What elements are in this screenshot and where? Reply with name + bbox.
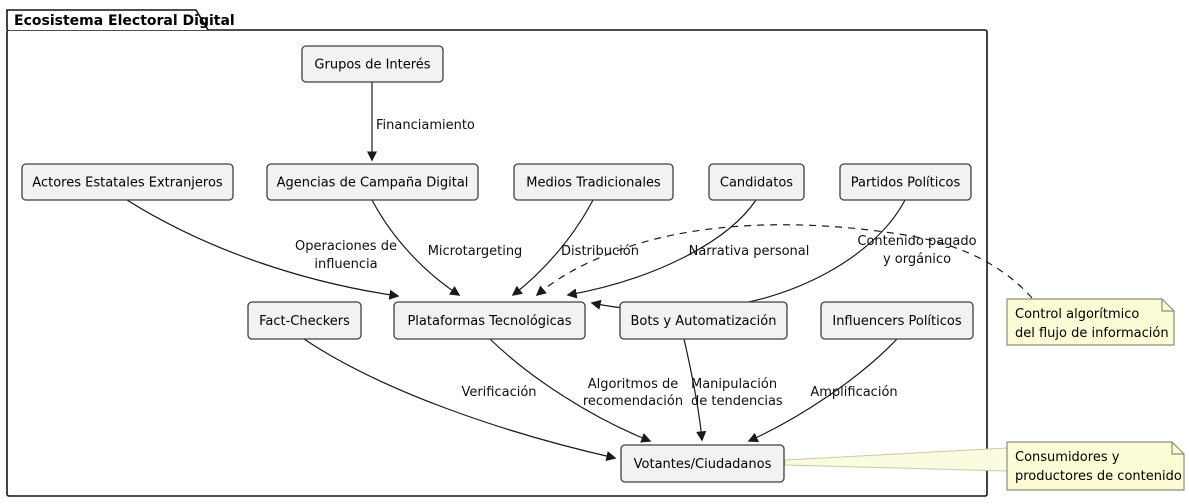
edge-label-operaciones-de-influencia: Operaciones de: [295, 239, 397, 254]
node-actores-estatales-extranjeros: Actores Estatales Extranjeros: [21, 163, 234, 201]
node-fact-checkers: Fact-Checkers: [247, 301, 362, 340]
node-label-fact-checkers: Fact-Checkers: [259, 314, 350, 329]
node-box-medios-tradicionales: [513, 163, 674, 201]
edge-label-narrativa-personal: Narrativa personal: [689, 244, 810, 259]
note-fold-icon: [1171, 442, 1184, 455]
node-label-votantes-ciudadanos: Votantes/Ciudadanos: [634, 457, 772, 472]
edge-label-contenido-pagado-y-organico: y orgánico: [883, 252, 951, 267]
edge-label-financiamiento: Financiamiento: [376, 118, 475, 133]
nota-consumidores: Consumidores y productores de contenido: [1006, 441, 1185, 491]
edge-control-algoritmico-link: [535, 224, 1033, 299]
edge-distribucion: [511, 199, 594, 296]
note-text-nota-control-algoritmico: del flujo de información: [1015, 326, 1169, 341]
node-votantes-ciudadanos: Votantes/Ciudadanos: [620, 444, 785, 483]
edge-label-operaciones-de-influencia: influencia: [314, 257, 377, 272]
edge-label-algoritmos-de-recomendacion: recomendación: [583, 394, 683, 409]
edge-narrativa-personal: [566, 199, 757, 299]
edge-label-manipulacion-de-tendencias: Manipulación: [691, 377, 777, 392]
note-fold-icon: [1161, 299, 1174, 312]
node-partidos-politicos: Partidos Políticos: [839, 163, 972, 201]
edge-verificacion: [303, 338, 617, 462]
edge-label-distribucion: Distribución: [561, 244, 639, 259]
node-box-actores-estatales-extranjeros: [21, 163, 234, 201]
edge-operaciones-de-influencia: [126, 199, 400, 300]
node-agencias-de-campana-digital: Agencias de Campaña Digital: [266, 163, 479, 201]
node-label-partidos-politicos: Partidos Políticos: [851, 176, 961, 191]
note-body-nota-control-algoritmico: [1006, 298, 1175, 346]
frame-title-tab: [6, 9, 209, 31]
node-plataformas-tecnologicas: Plataformas Tecnológicas: [393, 301, 586, 340]
edge-amplificacion: [747, 338, 898, 443]
edge-label-contenido-pagado-y-organico: Contenido pagado: [857, 234, 976, 249]
node-bots-y-automatizacion: Bots y Automatización: [619, 301, 788, 340]
node-box-votantes-ciudadanos: [620, 444, 785, 483]
edge-label-microtargeting: Microtargeting: [428, 244, 523, 259]
node-box-grupos-de-interes: [301, 45, 444, 83]
note-connector-nota-consumidores: [784, 447, 1008, 472]
node-label-plataformas-tecnologicas: Plataformas Tecnológicas: [407, 314, 571, 329]
node-box-agencias-de-campana-digital: [266, 163, 479, 201]
frame: Ecosistema Electoral Digital: [6, 9, 988, 497]
node-label-bots-y-automatizacion: Bots y Automatización: [631, 314, 777, 329]
nota-control-algoritmico: Control algorítmico del flujo de informac…: [1006, 298, 1175, 346]
node-label-medios-tradicionales: Medios Tradicionales: [526, 176, 661, 191]
node-box-influencers-politicos: [820, 301, 974, 340]
note-text-nota-control-algoritmico: Control algorítmico: [1015, 307, 1139, 322]
node-box-fact-checkers: [247, 301, 362, 340]
node-label-influencers-politicos: Influencers Políticos: [832, 314, 961, 329]
node-candidatos: Candidatos: [708, 163, 805, 201]
edge-label-manipulacion-de-tendencias: de tendencias: [691, 394, 783, 409]
node-box-partidos-politicos: [839, 163, 972, 201]
notes-layer: Control algorítmico del flujo de informac…: [1006, 298, 1185, 491]
edge-label-amplificacion: Amplificación: [810, 385, 897, 400]
note-text-nota-consumidores: Consumidores y: [1015, 450, 1120, 465]
edge-label-algoritmos-de-recomendacion: Algoritmos de: [588, 377, 679, 392]
frame-border: [6, 29, 988, 497]
note-text-nota-consumidores: productores de contenido: [1015, 469, 1182, 484]
node-medios-tradicionales: Medios Tradicionales: [513, 163, 674, 201]
note-connectors-layer: [784, 447, 1008, 472]
edge-algoritmos-de-recomendacion: [489, 338, 652, 443]
note-body-nota-consumidores: [1006, 441, 1185, 491]
node-label-candidatos: Candidatos: [720, 176, 793, 191]
node-box-candidatos: [708, 163, 805, 201]
edge-microtargeting: [371, 199, 461, 296]
edge-manipulacion-de-tendencias: [683, 338, 707, 442]
node-label-agencias-de-campana-digital: Agencias de Campaña Digital: [277, 176, 469, 191]
node-grupos-de-interes: Grupos de Interés: [301, 45, 444, 83]
node-label-grupos-de-interes: Grupos de Interés: [314, 58, 430, 73]
node-box-bots-y-automatizacion: [619, 301, 788, 340]
node-box-plataformas-tecnologicas: [393, 301, 586, 340]
node-label-actores-estatales-extranjeros: Actores Estatales Extranjeros: [32, 176, 223, 191]
node-influencers-politicos: Influencers Políticos: [820, 301, 974, 340]
edge-label-verificacion: Verificación: [461, 385, 536, 400]
frame-title: Ecosistema Electoral Digital: [14, 13, 235, 29]
